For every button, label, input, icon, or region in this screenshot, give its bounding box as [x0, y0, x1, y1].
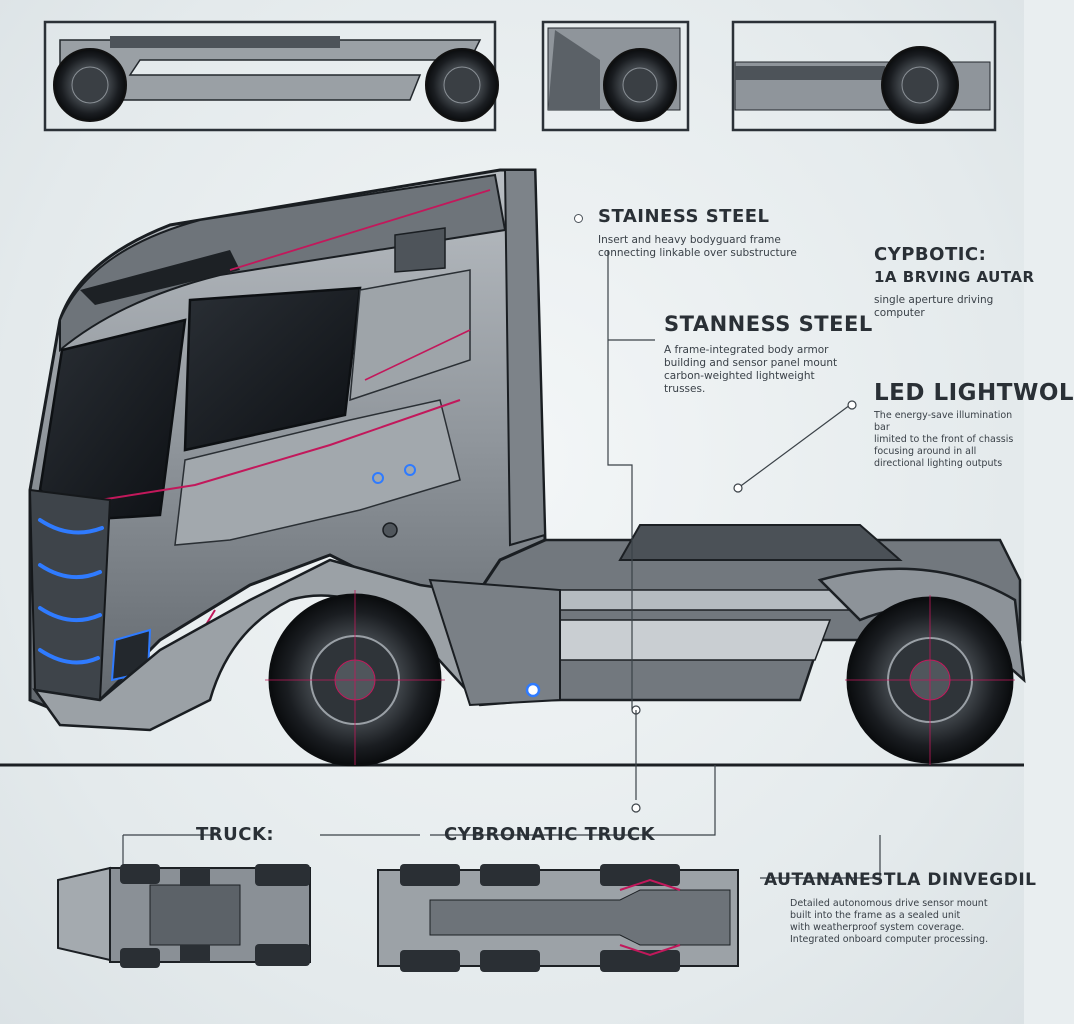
callout-title-truck: TRUCK:	[196, 824, 275, 845]
bottom-view-front	[57, 864, 311, 968]
callout-text-stainless-mid: A frame-integrated body armor building a…	[664, 344, 838, 395]
callout-title-autonomous: AUTANANESTLA DINVEGDIL	[764, 870, 1037, 890]
thumbnail-top-left	[43, 20, 499, 132]
callout-subtitle-cyberpotic: 1A BRVING AUTAR	[874, 268, 1035, 286]
callout-marker	[574, 214, 583, 223]
callout-title-stainless-top: STAINESS STEEL	[598, 206, 770, 227]
callout-text-cyberpotic: single aperture driving computer	[874, 294, 994, 319]
main-truck	[28, 168, 1026, 767]
callout-text-autonomous: Detailed autonomous drive sensor mount b…	[790, 898, 989, 945]
thumbnail-top-mid	[541, 20, 690, 132]
truck-blueprint	[0, 20, 1026, 972]
callout-title-stainless-mid: STANNESS STEEL	[664, 312, 873, 336]
callout-text-led: The energy-save illumination bar limited…	[874, 410, 1014, 469]
leader-lines	[122, 250, 881, 880]
bottom-view-chassis	[377, 864, 739, 972]
callout-title-cybronatic-truck: CYBRONATIC TRUCK	[444, 824, 656, 845]
callout-title-cyberpotic: CYPBOTIC:	[874, 244, 987, 265]
thumbnail-top-right	[731, 20, 997, 132]
callout-title-led: LED LIGHTWOL	[874, 380, 1074, 406]
callout-text-stainless-top: Insert and heavy bodyguard frame connect…	[598, 234, 797, 259]
